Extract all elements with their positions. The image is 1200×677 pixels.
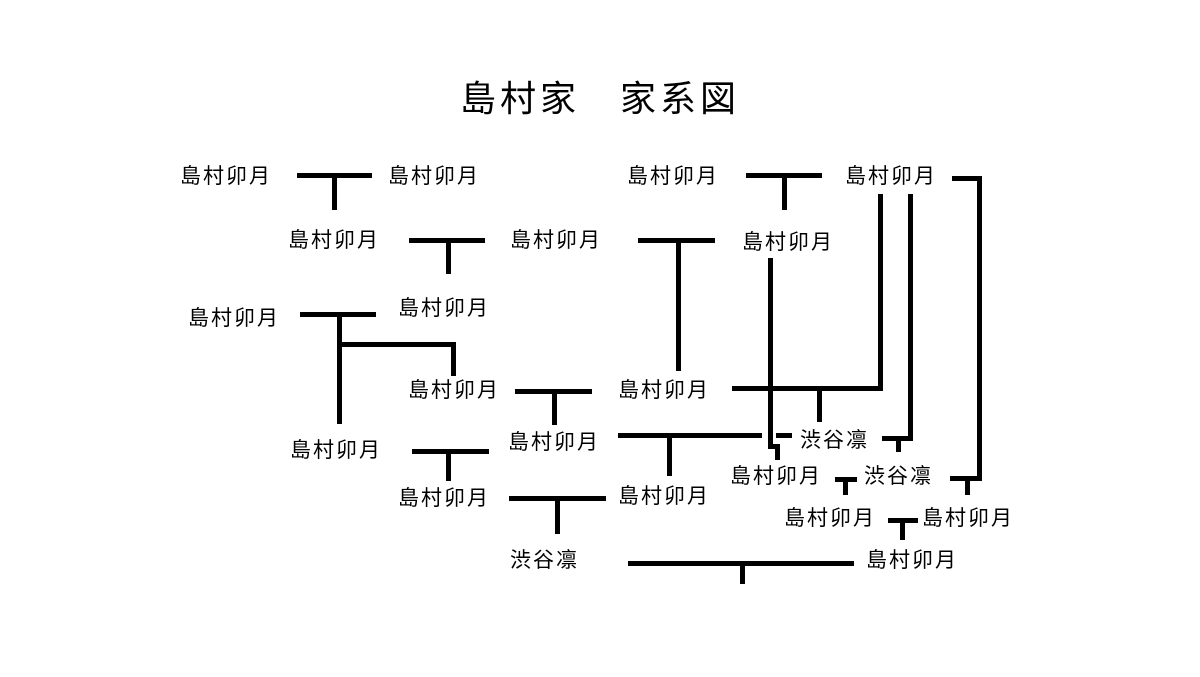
person-node: 島村卯月 [398, 296, 490, 320]
descent-line [900, 518, 905, 540]
person-node: 島村卯月 [618, 484, 710, 508]
descent-line [451, 342, 456, 376]
descent-line [555, 496, 560, 534]
descent-line [775, 444, 780, 460]
descent-line [332, 173, 337, 210]
descent-line [896, 436, 901, 452]
person-node: 島村卯月 [388, 164, 480, 188]
person-node: 島村卯月 [398, 486, 490, 510]
person-node: 島村卯月 [866, 548, 958, 572]
person-node: 島村卯月 [408, 378, 500, 402]
branch-line [337, 342, 456, 347]
descent-line [782, 173, 787, 210]
person-node: 島村卯月 [922, 506, 1014, 530]
descent-line [552, 389, 557, 425]
title-surname: 島村家 [459, 79, 580, 120]
person-node: 島村卯月 [627, 164, 719, 188]
person-node: 渋谷凛 [864, 464, 933, 488]
marriage-line [618, 433, 762, 438]
descent-line [977, 176, 982, 481]
descent-line [740, 561, 745, 584]
descent-line [908, 194, 913, 441]
title-caption: 家系図 [620, 79, 741, 120]
person-node: 島村卯月 [618, 378, 710, 402]
descent-line [768, 258, 773, 449]
person-node: 渋谷凛 [510, 548, 579, 572]
person-node: 島村卯月 [290, 438, 382, 462]
descent-line [817, 386, 822, 422]
person-node: 島村卯月 [508, 430, 600, 454]
descent-line [446, 449, 451, 481]
branch-line [768, 444, 780, 449]
person-node: 島村卯月 [742, 230, 834, 254]
descent-line [446, 238, 451, 274]
person-node: 島村卯月 [510, 228, 602, 252]
descent-line [667, 433, 672, 476]
marriage-line [776, 433, 792, 438]
branch-line [732, 386, 883, 391]
person-node: 島村卯月 [288, 228, 380, 252]
descent-line [337, 312, 342, 424]
person-node: 島村卯月 [730, 464, 822, 488]
person-node: 島村卯月 [188, 306, 280, 330]
descent-line [878, 194, 883, 391]
person-node: 渋谷凛 [800, 428, 869, 452]
person-node: 島村卯月 [845, 164, 937, 188]
person-node: 島村卯月 [784, 506, 876, 530]
descent-line [965, 476, 970, 495]
person-node: 島村卯月 [180, 164, 272, 188]
descent-line [676, 238, 681, 371]
page-title: 島村家家系図 [0, 70, 1200, 122]
branch-line [952, 176, 982, 181]
descent-line [843, 477, 848, 495]
